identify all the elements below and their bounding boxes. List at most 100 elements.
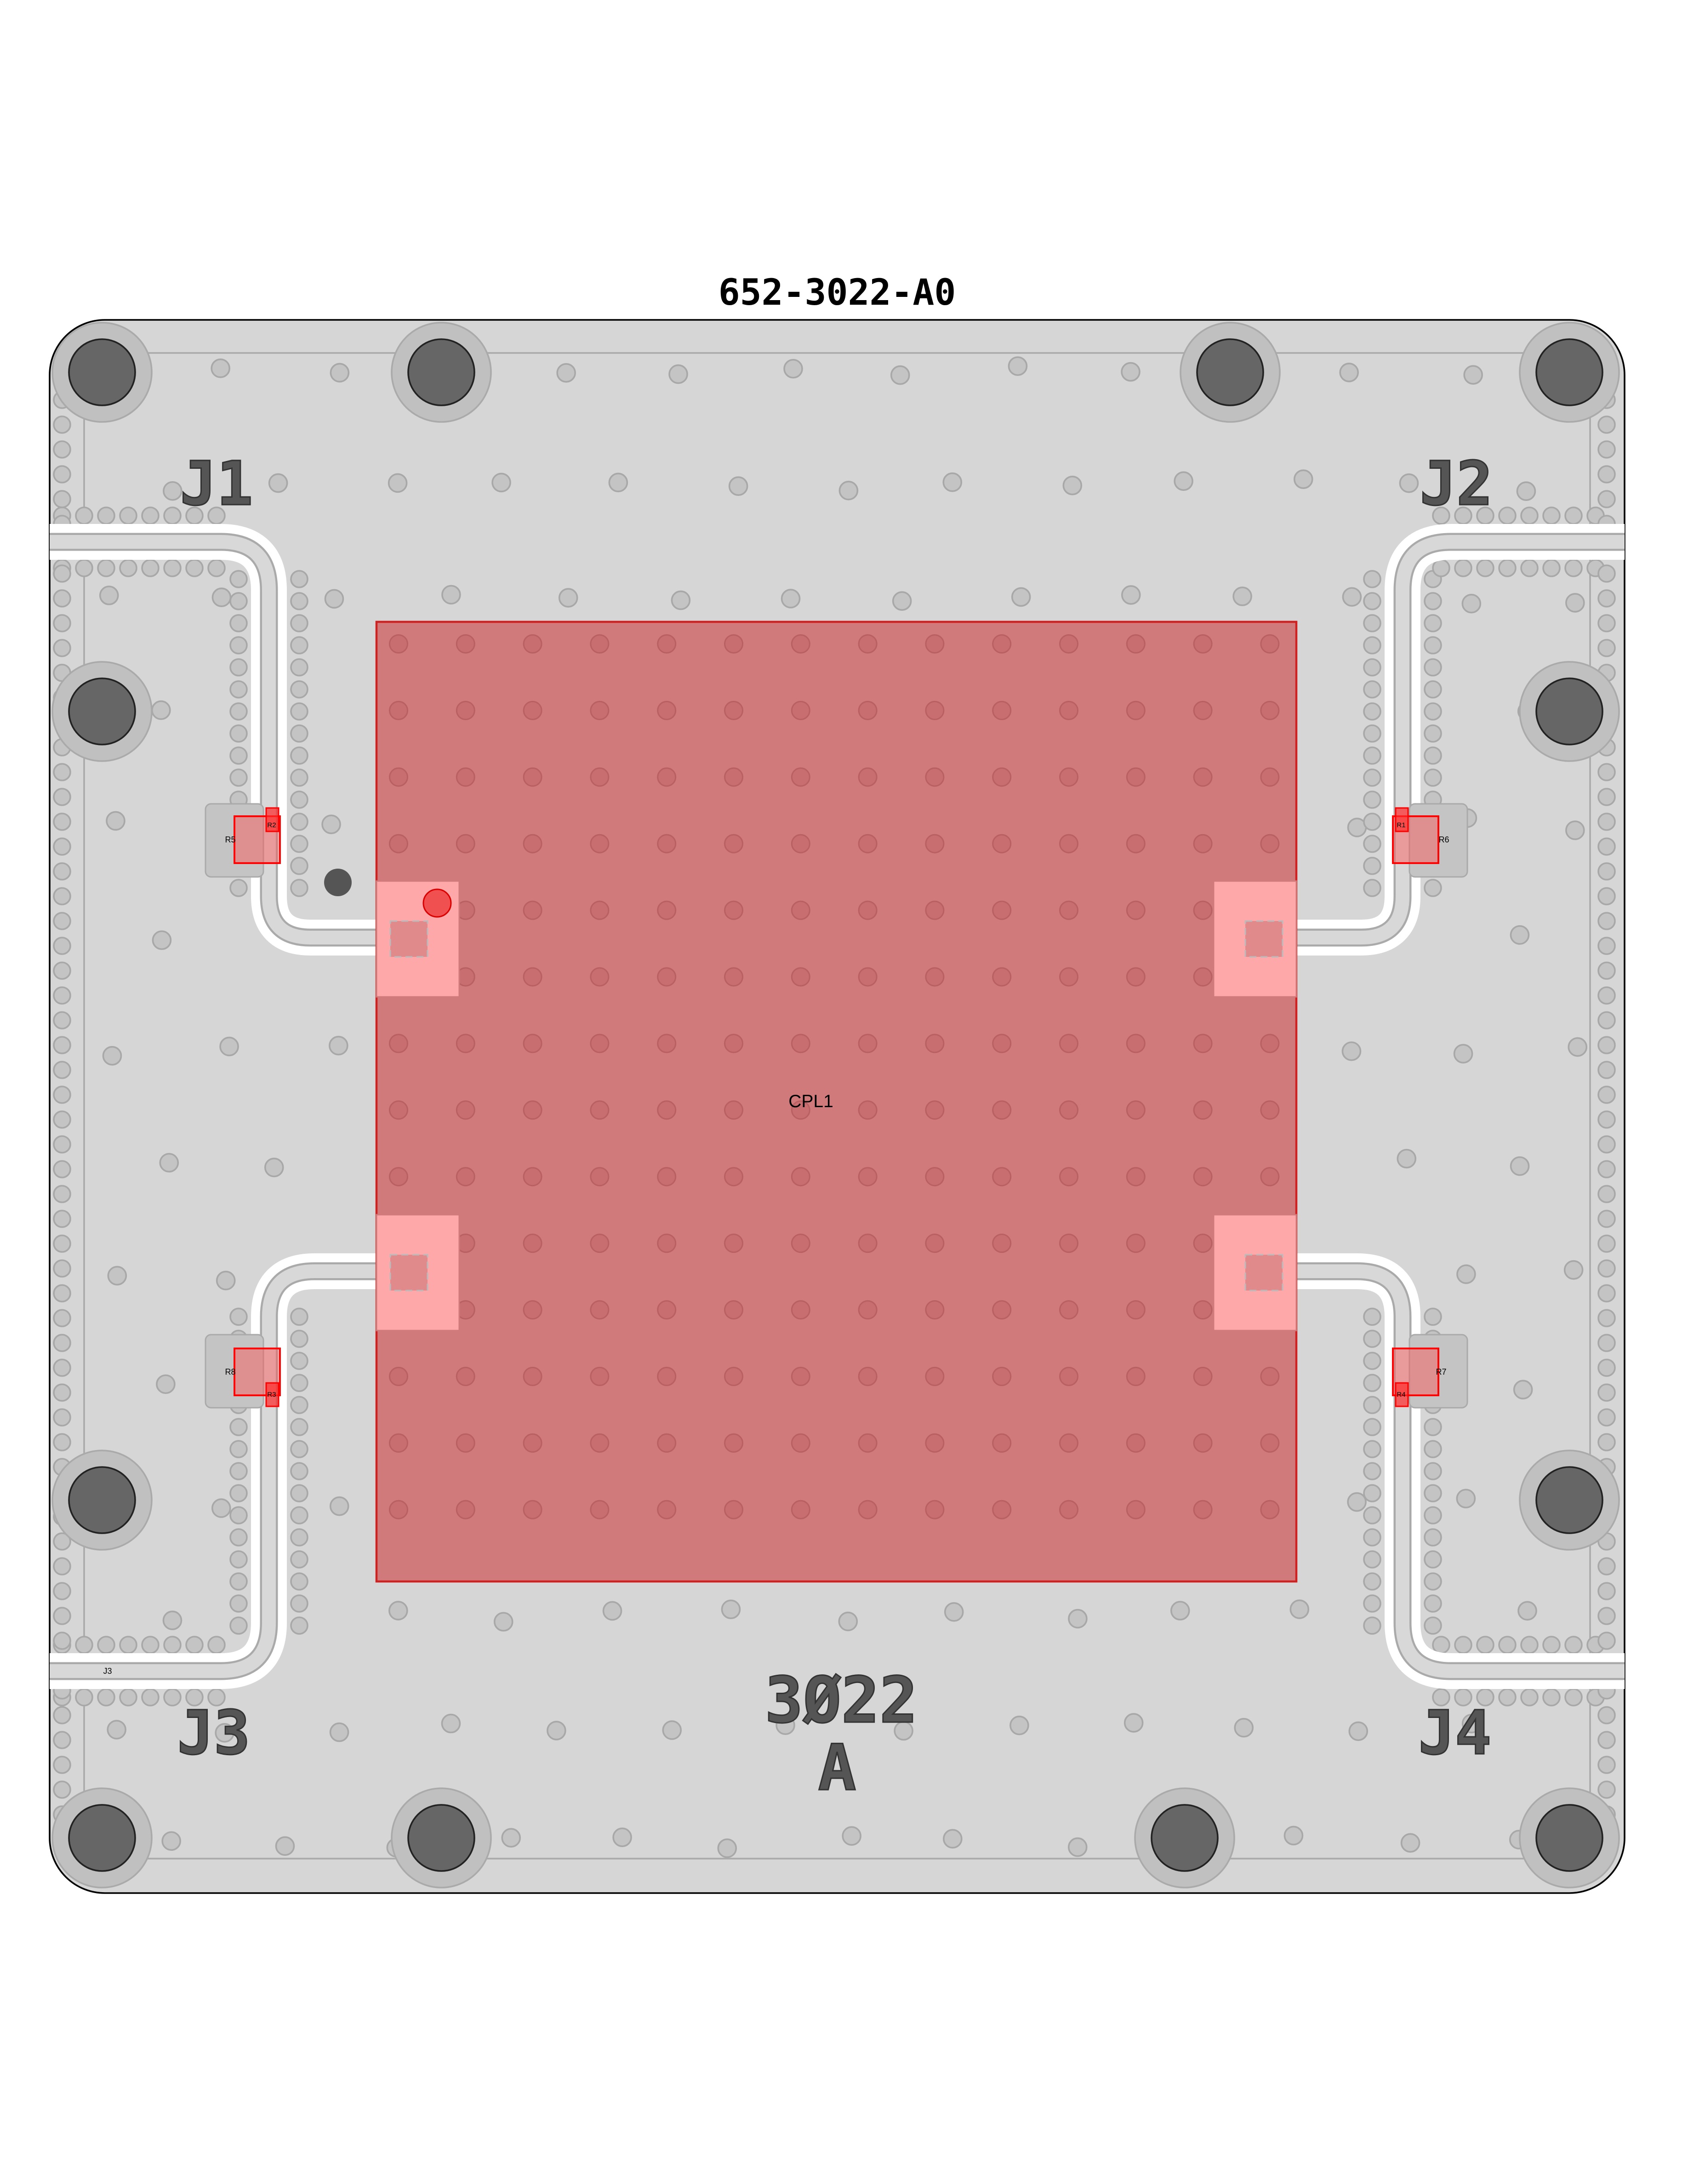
via bbox=[389, 1167, 408, 1187]
via bbox=[1126, 700, 1146, 720]
via bbox=[441, 585, 461, 605]
via bbox=[657, 767, 677, 787]
via bbox=[791, 1300, 810, 1320]
via bbox=[1432, 559, 1450, 577]
via bbox=[1059, 1500, 1078, 1519]
via bbox=[1126, 634, 1146, 654]
via bbox=[1520, 1636, 1539, 1654]
via bbox=[1597, 1607, 1616, 1625]
via bbox=[290, 1594, 308, 1613]
coupler-cpl1[interactable]: CPL1 bbox=[375, 620, 1298, 1583]
via bbox=[1432, 1688, 1450, 1706]
via bbox=[185, 1636, 204, 1654]
via bbox=[290, 1616, 308, 1635]
via bbox=[523, 767, 542, 787]
via bbox=[590, 834, 610, 853]
via bbox=[791, 1366, 810, 1386]
via bbox=[858, 900, 878, 920]
via bbox=[1597, 1061, 1616, 1079]
via bbox=[791, 1034, 810, 1053]
via bbox=[290, 1506, 308, 1524]
via bbox=[219, 1036, 239, 1057]
via bbox=[523, 634, 542, 654]
via bbox=[671, 590, 691, 610]
via bbox=[290, 1550, 308, 1569]
via bbox=[992, 967, 1012, 987]
resistor-r1[interactable]: R1 bbox=[1395, 807, 1409, 832]
via bbox=[590, 967, 610, 987]
resistor-r2[interactable]: R2 bbox=[265, 807, 279, 832]
via bbox=[1597, 1185, 1616, 1203]
fiducial-dot bbox=[324, 869, 352, 896]
via bbox=[1126, 1100, 1146, 1120]
via bbox=[724, 1300, 743, 1320]
via bbox=[229, 1440, 248, 1458]
via bbox=[1597, 614, 1616, 632]
via bbox=[501, 1828, 521, 1848]
via bbox=[1565, 820, 1585, 840]
via bbox=[724, 1433, 743, 1453]
mounting-hole bbox=[1196, 338, 1264, 406]
via bbox=[791, 1500, 810, 1519]
via bbox=[1564, 1688, 1583, 1706]
via bbox=[657, 834, 677, 853]
via bbox=[229, 658, 248, 677]
via bbox=[925, 1500, 945, 1519]
via bbox=[1363, 724, 1381, 743]
via bbox=[992, 1366, 1012, 1386]
resistor-r5[interactable]: R5 bbox=[205, 803, 281, 878]
via bbox=[1059, 967, 1078, 987]
via bbox=[662, 1720, 682, 1740]
via bbox=[523, 1433, 542, 1453]
via bbox=[1059, 1100, 1078, 1120]
via bbox=[389, 767, 408, 787]
via bbox=[1400, 1833, 1420, 1853]
via bbox=[1597, 639, 1616, 657]
via bbox=[1564, 506, 1583, 525]
via bbox=[724, 700, 743, 720]
via bbox=[590, 1100, 610, 1120]
via bbox=[1424, 636, 1442, 654]
via bbox=[590, 767, 610, 787]
via bbox=[1461, 1713, 1482, 1734]
connector-label-j3: J3 bbox=[177, 1698, 251, 1769]
rf-traces bbox=[50, 524, 1625, 1689]
via bbox=[1424, 1528, 1442, 1547]
via bbox=[456, 1366, 475, 1386]
resistor-r3[interactable]: R3 bbox=[265, 1382, 279, 1407]
via bbox=[1363, 658, 1381, 677]
via bbox=[1517, 1601, 1537, 1621]
via bbox=[943, 1829, 963, 1849]
resistor-r8[interactable]: R8 bbox=[205, 1334, 281, 1409]
via bbox=[1597, 1110, 1616, 1129]
via bbox=[791, 1234, 810, 1253]
via bbox=[97, 1688, 115, 1706]
via bbox=[791, 834, 810, 853]
via bbox=[1597, 986, 1616, 1005]
via bbox=[152, 930, 172, 950]
via bbox=[1424, 1418, 1442, 1436]
via bbox=[1565, 593, 1585, 613]
via bbox=[1126, 967, 1146, 987]
via bbox=[657, 1034, 677, 1053]
via bbox=[389, 834, 408, 853]
via bbox=[558, 588, 578, 608]
via bbox=[53, 1557, 71, 1575]
via bbox=[776, 1715, 795, 1735]
via bbox=[523, 967, 542, 987]
via bbox=[1363, 813, 1381, 831]
via bbox=[791, 767, 810, 787]
via bbox=[657, 1167, 677, 1187]
via bbox=[1193, 634, 1213, 654]
via bbox=[657, 700, 677, 720]
cpl1-via-array bbox=[389, 634, 1280, 1519]
resistor-r4[interactable]: R4 bbox=[1395, 1382, 1409, 1407]
via bbox=[992, 1034, 1012, 1053]
via bbox=[1597, 1036, 1616, 1054]
via bbox=[53, 862, 71, 881]
via bbox=[1260, 634, 1280, 654]
via bbox=[925, 1167, 945, 1187]
via bbox=[1597, 1011, 1616, 1029]
pin1-marker bbox=[422, 888, 452, 918]
via bbox=[290, 835, 308, 853]
